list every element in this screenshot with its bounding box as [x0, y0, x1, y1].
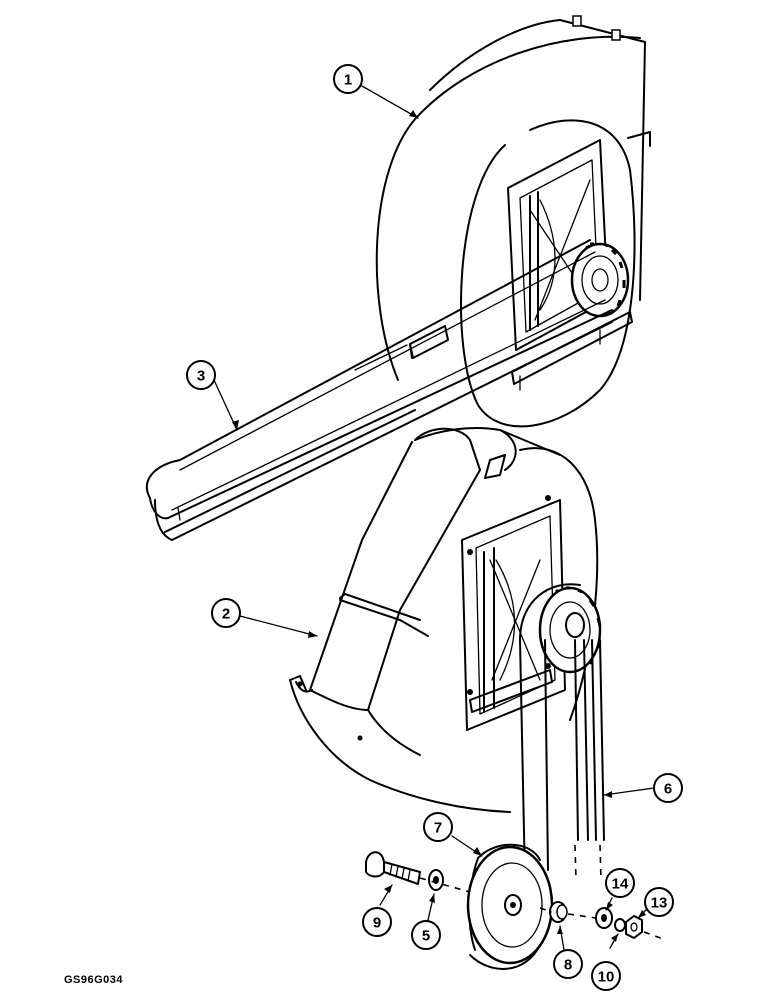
callout-label: 2 [222, 606, 230, 623]
callout-13: 13 [644, 887, 674, 917]
callout-label: 14 [612, 876, 629, 893]
callout-1: 1 [333, 64, 363, 94]
idler-pulley [466, 843, 554, 970]
axis-line [539, 907, 553, 913]
spacer [428, 869, 444, 891]
callout-label: 1 [344, 72, 352, 89]
drawing-reference-code: GS96G034 [64, 974, 124, 986]
leader-lines [213, 85, 655, 951]
upper-fan-housing [375, 15, 651, 428]
washer [595, 907, 613, 929]
fan-pulley-and-belts [519, 583, 605, 881]
callout-5: 5 [411, 920, 441, 950]
lower-fan-housing [289, 427, 599, 813]
callout-9: 9 [362, 907, 392, 937]
callout-label: 9 [373, 915, 381, 932]
callout-7: 7 [423, 812, 453, 842]
callout-label: 8 [564, 957, 572, 974]
callout-label: 6 [664, 781, 672, 798]
callout-2: 2 [211, 598, 241, 628]
belt-guard [145, 239, 613, 541]
callout-3: 3 [186, 360, 216, 390]
callout-14: 14 [605, 868, 635, 898]
callout-label: 10 [598, 969, 615, 986]
carriage-bolt [365, 851, 421, 885]
callout-label: 5 [422, 928, 430, 945]
axis-line [567, 913, 597, 919]
lock-washer [614, 918, 626, 932]
hex-nut [625, 915, 643, 939]
callout-label: 7 [434, 820, 442, 837]
axis-line [419, 877, 471, 893]
callout-label: 3 [197, 368, 205, 385]
callout-label: 13 [651, 895, 668, 912]
callout-6: 6 [653, 773, 683, 803]
axis-line [643, 931, 667, 941]
bushing [549, 901, 568, 923]
callout-8: 8 [553, 949, 583, 979]
callout-10: 10 [591, 961, 621, 991]
